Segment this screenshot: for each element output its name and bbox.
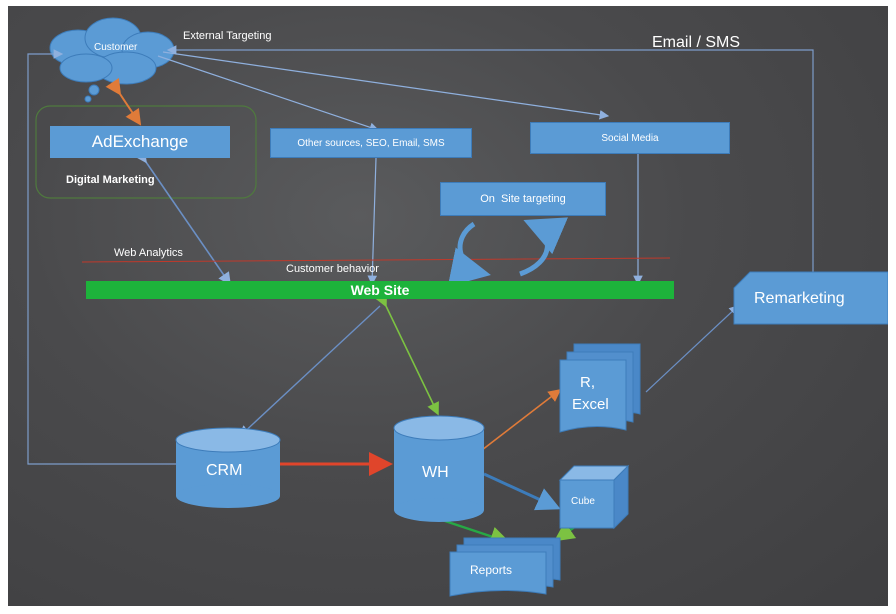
digital-marketing-label: Digital Marketing	[66, 174, 155, 186]
remarketing-box-shape	[733, 271, 888, 325]
web-analytics-line	[81, 257, 671, 263]
crm-customer-loop-line	[27, 49, 176, 465]
website-to-crm-arrow	[238, 305, 381, 437]
reports-label: Reports	[470, 563, 513, 577]
web-analytics-label: Web Analytics	[114, 247, 183, 259]
other-sources-node: Other sources, SEO, Email, SMS	[270, 128, 472, 158]
external-targeting-label: External Targeting	[183, 30, 272, 42]
adexchange-website-arrow	[134, 149, 231, 286]
website-wh-arrow	[375, 293, 439, 416]
web-site-bar: Web Site	[86, 281, 674, 299]
wh-cylinder-shape	[393, 415, 485, 522]
email-sms-feedback-line	[166, 45, 814, 272]
on-site-targeting-cycle-left	[447, 221, 491, 287]
wh-to-r-excel-arrow	[481, 389, 562, 451]
social-media-node: Social Media	[530, 122, 730, 154]
crm-label: CRM	[206, 462, 243, 479]
remarketing-label: Remarketing	[754, 290, 845, 307]
cube-label: Cube	[571, 496, 595, 507]
r-excel-to-remarketing-arrow	[645, 305, 739, 393]
customer-cloud-shape	[49, 17, 175, 103]
customer-to-social-media-arrow	[162, 51, 610, 120]
r-excel-document-stack-shape	[559, 343, 641, 433]
diagram-canvas: Customer External Targeting Email / SMS …	[8, 6, 888, 606]
wh-to-cube-arrow	[483, 472, 561, 511]
r-excel-label-line1: R,	[580, 374, 595, 391]
connector-layer	[27, 17, 888, 597]
crm-cylinder-shape	[175, 427, 281, 508]
r-excel-label-line2: Excel	[572, 396, 609, 413]
customer-adexchange-arrow	[105, 77, 142, 126]
on-site-targeting-cycle-right	[519, 217, 569, 277]
other-sources-to-website-arrow	[367, 157, 378, 286]
wh-label: WH	[422, 464, 449, 481]
adexchange-node: AdExchange	[50, 126, 230, 158]
reports-document-stack-shape	[449, 537, 561, 597]
cube-shape	[558, 464, 630, 530]
email-sms-label: Email / SMS	[652, 34, 741, 51]
customer-to-other-sources-arrow	[157, 55, 380, 132]
on-site-targeting-node: On Site targeting	[440, 182, 606, 216]
customer-label: Customer	[94, 42, 138, 53]
customer-behavior-label: Customer behavior	[286, 263, 379, 275]
